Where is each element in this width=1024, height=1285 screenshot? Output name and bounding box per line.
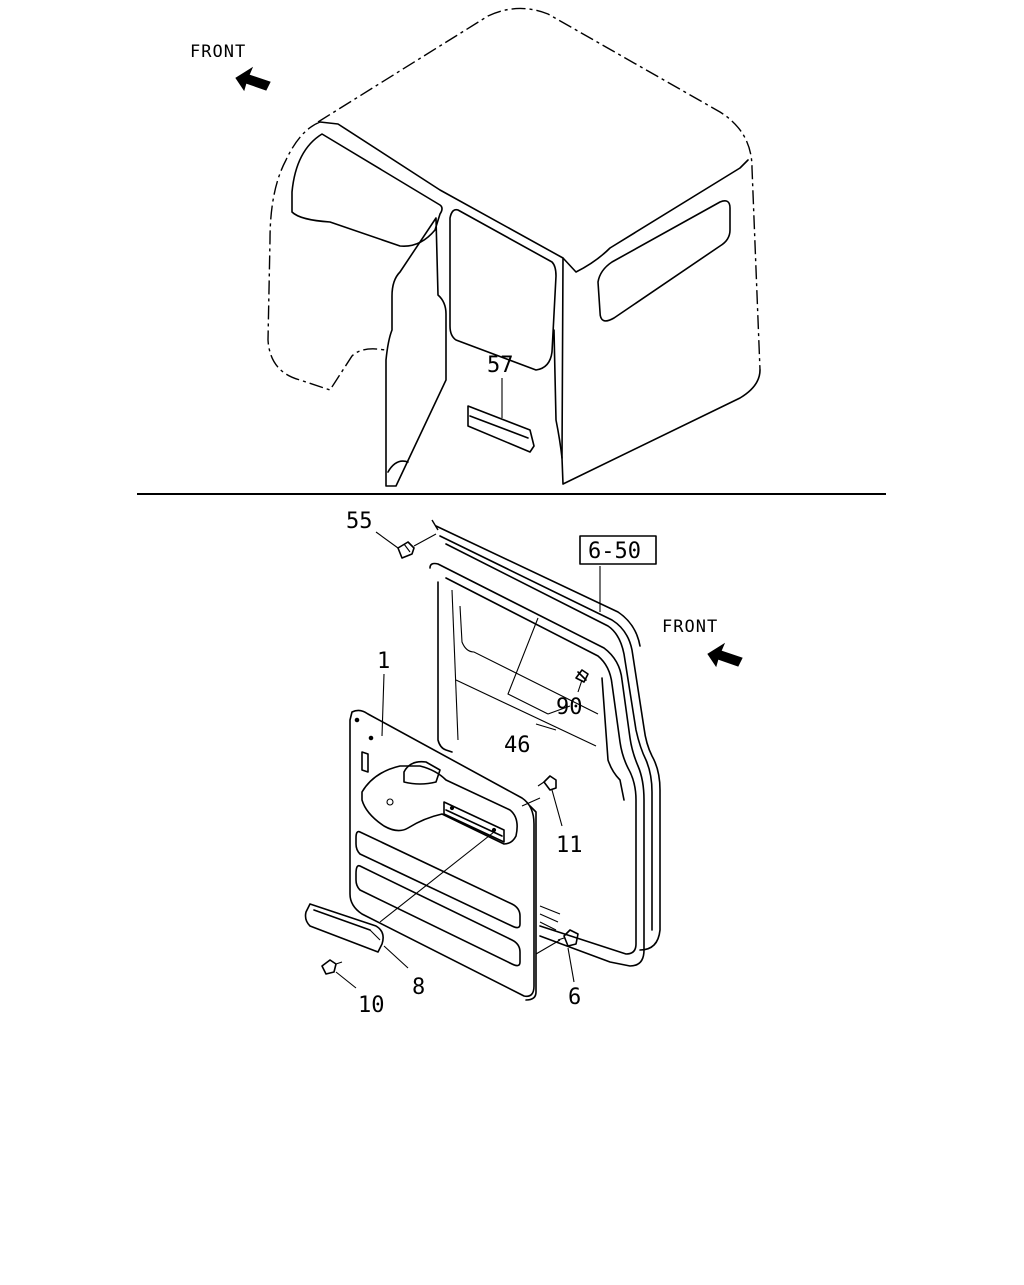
leader-8-pocket xyxy=(379,831,495,923)
door-trim-exploded: FRONT xyxy=(304,509,743,1018)
callout-1: 1 xyxy=(377,649,390,674)
leader-90-46 xyxy=(507,617,549,715)
door-frame xyxy=(429,562,645,967)
cab-overview: FRONT 57 xyxy=(190,7,761,487)
callout-55: 55 xyxy=(346,509,373,534)
cab-rear-pillar xyxy=(561,257,564,459)
leader-6 xyxy=(567,947,575,983)
callout-8: 8 xyxy=(412,975,425,1000)
ref-box-6-50 xyxy=(579,535,657,565)
callout-90: 90 xyxy=(556,695,583,720)
cab-body-edges xyxy=(319,121,761,485)
front-arrow-icon xyxy=(707,642,743,668)
weatherstrip-seal xyxy=(439,535,661,951)
armrest-recess xyxy=(361,765,518,845)
fastener-55 xyxy=(397,541,415,559)
leader-90 xyxy=(577,679,583,693)
clip-11 xyxy=(537,775,557,791)
windshield xyxy=(291,133,443,247)
leader-11 xyxy=(551,789,563,827)
callout-11: 11 xyxy=(556,833,583,858)
armrest-handle-8 xyxy=(304,903,384,953)
leader-55b xyxy=(413,533,437,547)
leader-55 xyxy=(375,531,399,549)
callout-10: 10 xyxy=(358,993,385,1018)
leader-8 xyxy=(383,945,409,969)
panel-notch xyxy=(361,751,369,773)
panel-rib-upper xyxy=(355,830,521,929)
rear-window xyxy=(597,200,731,322)
front-label-bottom: FRONT xyxy=(662,617,718,637)
leader-10 xyxy=(335,971,357,989)
front-arrow-icon xyxy=(235,66,271,92)
leader-1 xyxy=(381,673,385,737)
callout-46: 46 xyxy=(504,733,531,758)
door-window xyxy=(449,208,557,371)
trim-strip-57 xyxy=(467,405,535,453)
panel-rib-lower xyxy=(355,864,521,967)
open-door xyxy=(385,217,447,487)
callout-57: 57 xyxy=(487,353,514,378)
clip-6 xyxy=(557,929,579,947)
ref-box-label: 6-50 xyxy=(588,539,641,564)
screw-10 xyxy=(321,959,343,975)
trim-panel xyxy=(349,709,535,998)
handle-pocket xyxy=(443,801,505,843)
cab-roof-outline xyxy=(267,7,761,391)
callout-6: 6 xyxy=(568,985,581,1010)
front-label-top: FRONT xyxy=(190,42,246,62)
